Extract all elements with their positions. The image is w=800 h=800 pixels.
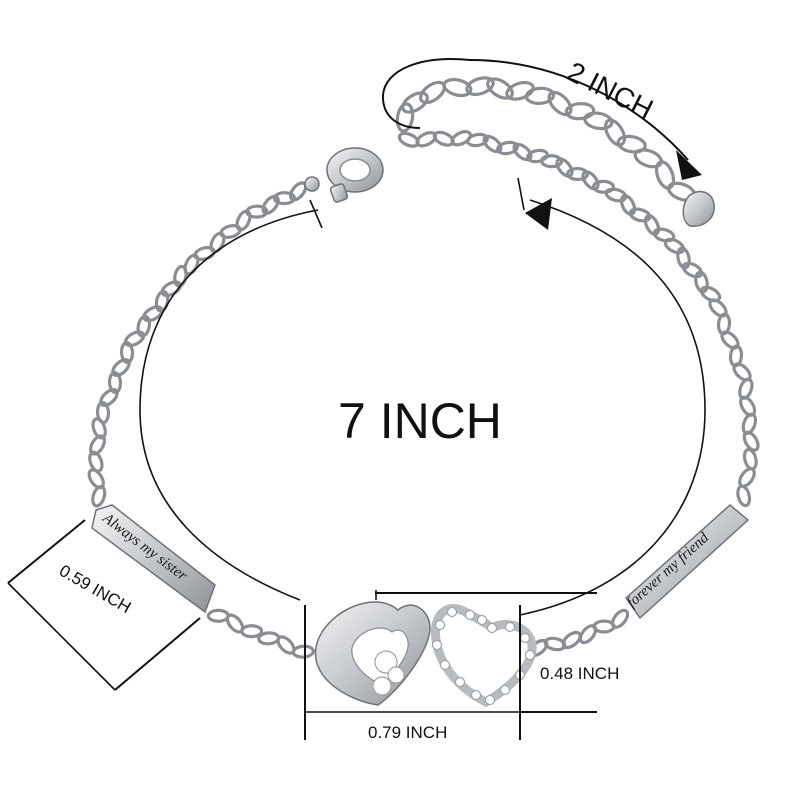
right-tag: forever my friend — [624, 504, 750, 620]
chain-link — [526, 148, 549, 164]
heart-width-dimension: 0.79 INCH — [304, 605, 521, 742]
arc-tick-left — [309, 199, 323, 229]
bracelet-chain — [87, 76, 760, 659]
chain-link — [616, 134, 647, 154]
chain-link — [257, 631, 281, 646]
chain-link — [442, 77, 473, 98]
heart-stone — [446, 606, 458, 618]
extender-arrow-head — [676, 150, 702, 180]
chain-link — [99, 388, 119, 407]
chain-link — [512, 142, 533, 162]
chain-link — [272, 191, 296, 206]
chain-link — [261, 194, 280, 215]
heart-stone — [504, 621, 516, 633]
chain-link — [555, 157, 574, 178]
chain-link — [652, 227, 676, 243]
heart-stone — [439, 659, 451, 671]
extender-drop — [682, 190, 715, 227]
heart-stone — [486, 622, 498, 634]
chain-link — [583, 111, 614, 131]
chain-link — [564, 102, 596, 121]
left-tag-engraving: Always my sister — [99, 510, 190, 584]
heart-stone — [431, 639, 443, 651]
tag-height-dimension: 0.59 INCH — [7, 519, 201, 691]
chain-link — [173, 264, 188, 288]
chain-link — [401, 91, 429, 114]
chain-link — [561, 630, 582, 650]
heart-stone — [470, 689, 482, 701]
extender-arrow-top — [469, 59, 689, 161]
chain-link — [524, 86, 556, 105]
chain-link — [486, 77, 514, 100]
chain-link — [235, 209, 252, 232]
right-tag-engraving: forever my friend — [624, 530, 712, 611]
heart-stone — [454, 676, 466, 688]
chain-link — [496, 140, 519, 156]
arc-arrow-right — [525, 198, 552, 230]
length-arc — [139, 199, 706, 616]
heart-height-label: 0.48 INCH — [540, 664, 619, 683]
heart-stone — [434, 619, 446, 631]
extender-length-label: 2 INCH — [562, 56, 658, 125]
chain-link — [154, 289, 170, 313]
chain-link — [123, 330, 146, 348]
chain-link — [547, 90, 573, 117]
chain-link — [736, 484, 752, 508]
extender-arrow-curve — [381, 58, 471, 129]
chain-link — [681, 261, 704, 279]
heart-stone — [519, 632, 531, 644]
heart-stone — [464, 609, 476, 621]
chain-link — [482, 134, 503, 154]
bracelet-length-label: 7 INCH — [338, 393, 502, 449]
heart-stone — [484, 694, 496, 706]
chain-link — [654, 160, 676, 190]
chain-link — [465, 76, 495, 97]
chain-link — [395, 102, 415, 133]
open-heart-charm — [430, 604, 537, 708]
chain-link — [591, 179, 616, 194]
chain-link — [581, 170, 600, 191]
chain-link — [505, 80, 535, 101]
chain-link — [397, 131, 420, 148]
chain-link — [291, 644, 315, 659]
chain-link — [88, 450, 104, 473]
chain-link — [603, 118, 627, 147]
chain-link — [694, 270, 709, 294]
chain-link — [565, 166, 590, 182]
chain-link — [643, 214, 661, 236]
heart-stone — [499, 684, 511, 696]
heart-stone — [524, 649, 536, 661]
chain-link — [699, 285, 722, 303]
heart-width-label: 0.79 INCH — [368, 723, 447, 742]
chain-link — [742, 447, 758, 471]
chain-link — [633, 148, 664, 169]
lobster-clasp — [304, 147, 384, 203]
chain-link — [91, 485, 107, 508]
chain-link — [111, 358, 131, 377]
tag-height-label: 0.59 INCH — [56, 561, 134, 617]
heart-stone — [476, 614, 488, 626]
heart-height-dimension: 0.48 INCH — [375, 590, 619, 713]
chain-link — [142, 305, 164, 323]
chain-link — [604, 187, 628, 203]
arc-tick-right — [517, 177, 525, 211]
chain-link — [240, 624, 264, 639]
solid-heart-charm — [314, 601, 431, 706]
chain-link — [628, 207, 652, 223]
chain-link — [136, 314, 152, 338]
chain-link — [160, 280, 182, 298]
chain-link — [676, 246, 691, 270]
chain-link — [610, 608, 630, 629]
chain-link — [619, 194, 637, 216]
chain-link — [206, 608, 230, 623]
